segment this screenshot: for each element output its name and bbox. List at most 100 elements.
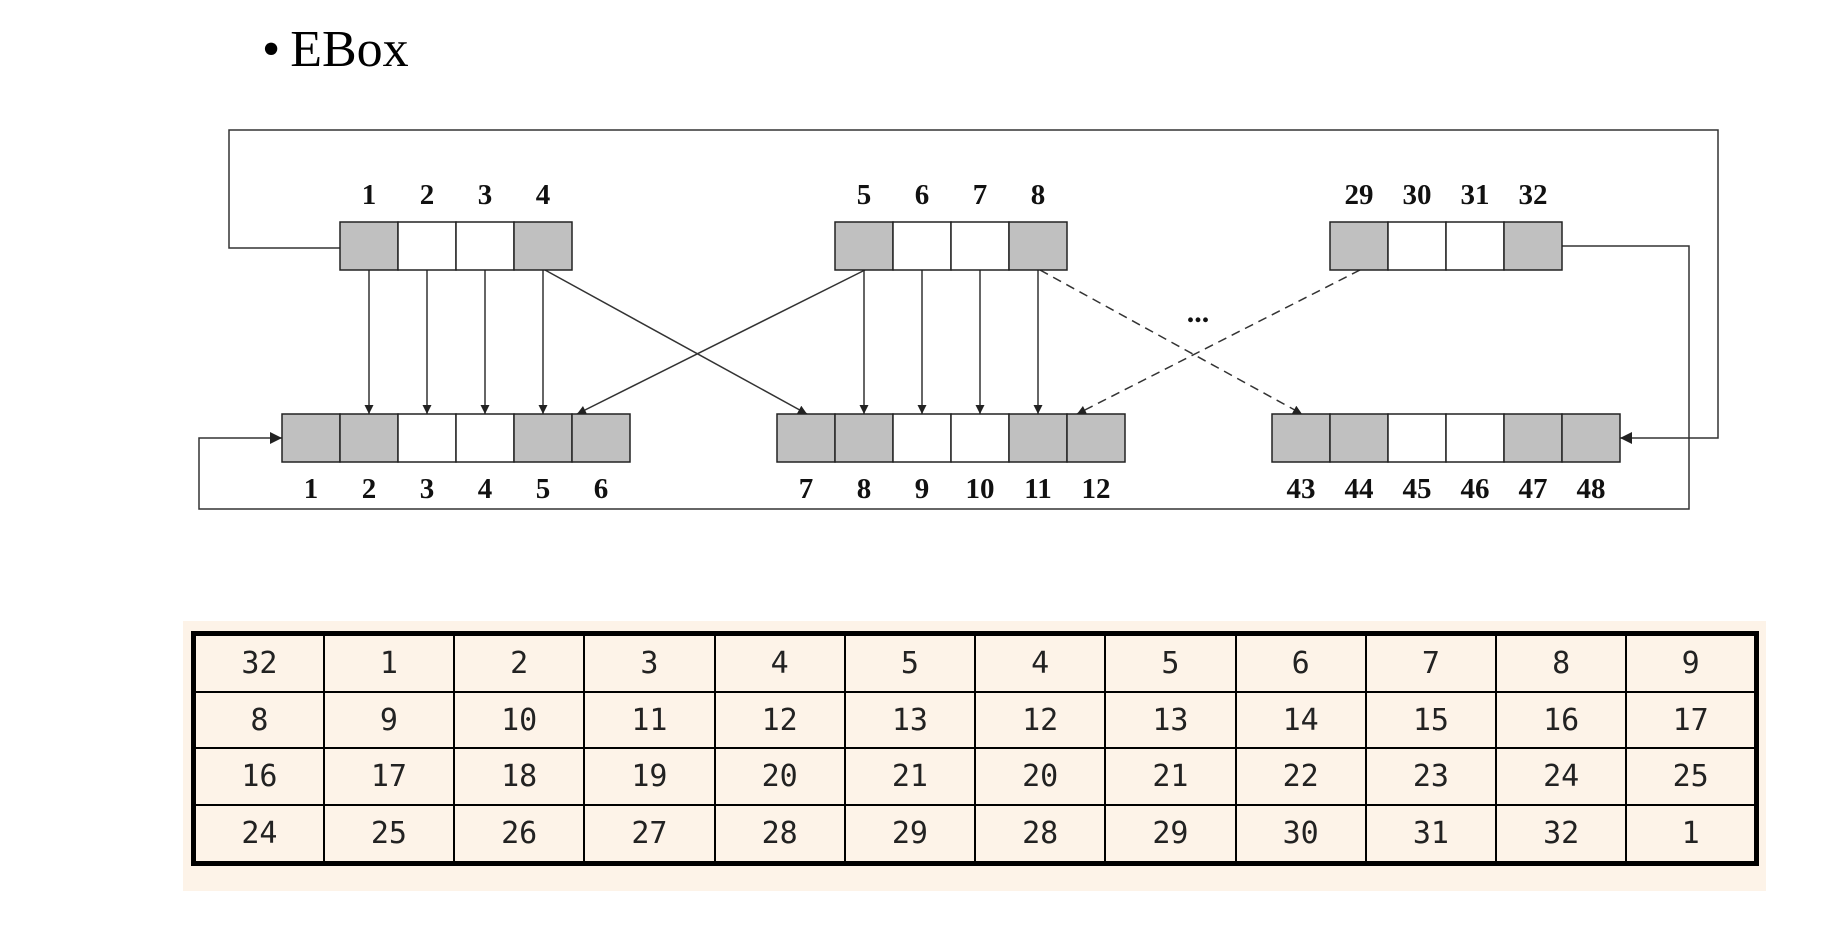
table-cell: 17 <box>1625 691 1758 750</box>
input-bit-box <box>1008 221 1068 271</box>
input-bit-label: 1 <box>362 179 377 211</box>
table-cell: 20 <box>713 747 846 806</box>
bit-boxes <box>281 221 1621 463</box>
table-cell: 19 <box>583 747 716 806</box>
table-cell: 14 <box>1234 691 1367 750</box>
input-bit-box <box>1329 221 1389 271</box>
table-cell: 28 <box>973 803 1107 865</box>
table-cell: 5 <box>843 632 977 694</box>
output-bit-box <box>1387 413 1447 463</box>
output-bit-label: 1 <box>304 473 319 505</box>
table-cell: 11 <box>583 691 716 750</box>
dashed-arrow <box>1076 269 1361 415</box>
output-bit-label: 12 <box>1082 473 1111 505</box>
output-bit-label: 7 <box>799 473 814 505</box>
dashed-arrow <box>1039 269 1303 415</box>
table-cell: 23 <box>1364 747 1498 806</box>
table-cell: 16 <box>1494 691 1628 750</box>
ellipsis-label: ... <box>1187 296 1210 329</box>
input-bit-label: 3 <box>478 179 493 211</box>
output-bit-box <box>834 413 894 463</box>
output-bit-label: 4 <box>478 473 493 505</box>
output-bit-label: 10 <box>966 473 995 505</box>
output-bit-label: 11 <box>1024 473 1051 505</box>
input-bit-label: 8 <box>1031 179 1046 211</box>
input-bit-label: 30 <box>1403 179 1432 211</box>
table-cell: 8 <box>192 691 325 750</box>
output-bit-label: 6 <box>594 473 609 505</box>
output-bit-label: 9 <box>915 473 930 505</box>
input-bit-box <box>455 221 515 271</box>
table-cell: 16 <box>192 747 325 806</box>
connector-lines <box>198 129 1719 510</box>
table-cell: 12 <box>973 691 1107 750</box>
input-bit-box <box>892 221 952 271</box>
input-bit-box <box>950 221 1010 271</box>
output-bit-box <box>455 413 515 463</box>
table-cell: 25 <box>322 803 456 865</box>
table-cell: 6 <box>1234 632 1367 694</box>
table-cell: 1 <box>322 632 456 694</box>
output-bit-box <box>1561 413 1621 463</box>
input-bit-label: 7 <box>973 179 988 211</box>
output-bit-box <box>1066 413 1126 463</box>
output-bit-box <box>1445 413 1505 463</box>
table-cell: 27 <box>583 803 716 865</box>
table-cell: 9 <box>1625 632 1758 694</box>
input-bit-box <box>1445 221 1505 271</box>
table-cell: 31 <box>1364 803 1498 865</box>
table-cell: 32 <box>192 632 325 694</box>
table-cell: 9 <box>322 691 456 750</box>
output-bit-box <box>513 413 573 463</box>
wrap-line-to-bit-1 <box>198 245 1690 510</box>
output-bit-box <box>1329 413 1389 463</box>
table-cell: 24 <box>1494 747 1628 806</box>
output-bit-label: 5 <box>536 473 551 505</box>
table-cell: 5 <box>1104 632 1237 694</box>
input-bit-label: 6 <box>915 179 930 211</box>
table-cell: 22 <box>1234 747 1367 806</box>
table-cell: 21 <box>843 747 977 806</box>
table-cell: 29 <box>843 803 977 865</box>
output-bit-box <box>1008 413 1068 463</box>
output-bit-box <box>571 413 631 463</box>
table-cell: 21 <box>1104 747 1237 806</box>
output-bit-box <box>339 413 399 463</box>
input-bit-box <box>397 221 457 271</box>
wrap-line-to-bit-48 <box>228 129 1719 444</box>
table-cell: 26 <box>452 803 586 865</box>
table-cell: 30 <box>1234 803 1367 865</box>
table-cell: 24 <box>192 803 325 865</box>
table-cell: 2 <box>452 632 586 694</box>
output-bit-box <box>1271 413 1331 463</box>
input-bit-label: 2 <box>420 179 435 211</box>
table-cell: 13 <box>1104 691 1237 750</box>
input-bit-box <box>834 221 894 271</box>
input-bit-box <box>513 221 573 271</box>
output-bit-label: 2 <box>362 473 377 505</box>
output-bit-box <box>397 413 457 463</box>
table-cell: 15 <box>1364 691 1498 750</box>
output-bit-box <box>1503 413 1563 463</box>
bullet-heading: •EBox <box>262 14 409 86</box>
output-bit-label: 46 <box>1461 473 1490 505</box>
input-bit-box <box>339 221 399 271</box>
heading-text: EBox <box>290 21 409 78</box>
output-bit-label: 45 <box>1403 473 1432 505</box>
output-bit-box <box>281 413 341 463</box>
table-cell: 20 <box>973 747 1107 806</box>
output-bit-box <box>892 413 952 463</box>
input-bit-label: 29 <box>1345 179 1374 211</box>
table-cell: 1 <box>1625 803 1758 865</box>
table-cell: 18 <box>452 747 586 806</box>
output-bit-label: 8 <box>857 473 872 505</box>
output-bit-label: 44 <box>1345 473 1374 505</box>
output-bit-label: 3 <box>420 473 435 505</box>
